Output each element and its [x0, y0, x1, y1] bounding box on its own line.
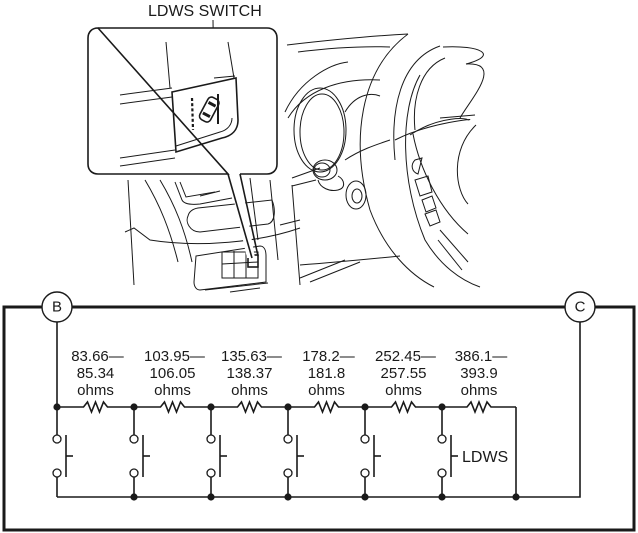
- resistor-1-min: 83.66—: [71, 348, 124, 365]
- resistance-circuit: B C 83.66—85.34ohms103.95—106.05ohms135.…: [2, 291, 636, 532]
- switch-4-upper-contact: [283, 434, 293, 444]
- switch-1-lower-contact: [52, 468, 62, 478]
- resistor-4-max: 181.8: [308, 365, 346, 382]
- ldws-switch-label: LDWS: [462, 449, 508, 466]
- resistor-5-unit: ohms: [385, 382, 422, 399]
- junction-top-2: [130, 403, 138, 411]
- resistor-1-max: 85.34: [77, 365, 115, 382]
- terminal-c-label: C: [575, 299, 586, 316]
- resistor-4-unit: ohms: [308, 382, 345, 399]
- junction-bottom-end: [512, 493, 520, 501]
- switch-1-upper-contact: [52, 434, 62, 444]
- resistor-4: [288, 399, 365, 415]
- switch-5-upper-contact: [360, 434, 370, 444]
- switch-5-lower-contact: [360, 468, 370, 478]
- junction-top-3: [207, 403, 215, 411]
- resistor-2-min: 103.95—: [144, 348, 205, 365]
- resistor-3: [211, 399, 288, 415]
- terminal-b-label: B: [52, 299, 62, 316]
- resistor-4-min: 178.2—: [302, 348, 355, 365]
- switch-3-lower-contact: [206, 468, 216, 478]
- resistor-3-min: 135.63—: [221, 348, 282, 365]
- resistor-6-min: 386.1—: [455, 348, 508, 365]
- resistor-3-unit: ohms: [231, 382, 268, 399]
- resistor-1: [57, 399, 134, 415]
- callout-label: LDWS SWITCH: [148, 3, 262, 20]
- lane-departure-warning-icon: [190, 94, 220, 131]
- junction-bottom-5: [361, 493, 369, 501]
- resistor-6-max: 393.9: [460, 365, 498, 382]
- junction-bottom-2: [130, 493, 138, 501]
- junction-bottom-4: [284, 493, 292, 501]
- resistor-6-unit: ohms: [461, 382, 498, 399]
- dashboard-outline: [124, 177, 301, 293]
- resistor-2-unit: ohms: [154, 382, 191, 399]
- outer-frame: [2, 305, 636, 532]
- resistor-6: [442, 399, 516, 415]
- terminal-c-wire: [516, 322, 581, 498]
- switch-6-lower-contact: [437, 468, 447, 478]
- junction-top-4: [284, 403, 292, 411]
- junction-bottom-6: [438, 493, 446, 501]
- junction-bottom-3: [207, 493, 215, 501]
- resistor-3-max: 138.37: [227, 365, 273, 382]
- steering-wheel-and-cluster: [279, 33, 485, 288]
- ldws-switch-callout: [87, 27, 278, 259]
- switch-3-upper-contact: [206, 434, 216, 444]
- junction-top-1: [53, 403, 61, 411]
- terminal-c: C: [564, 291, 596, 323]
- resistor-1-unit: ohms: [77, 382, 114, 399]
- terminal-b: B: [41, 291, 73, 323]
- resistor-2: [134, 399, 211, 415]
- switch-2-lower-contact: [129, 468, 139, 478]
- resistor-5-max: 257.55: [381, 365, 427, 382]
- resistor-2-max: 106.05: [150, 365, 196, 382]
- switch-4-lower-contact: [283, 468, 293, 478]
- resistor-5: [365, 399, 442, 415]
- resistor-ladder: 83.66—85.34ohms103.95—106.05ohms135.63—1…: [52, 348, 520, 501]
- switch-6-upper-contact: [437, 434, 447, 444]
- resistor-5-min: 252.45—: [375, 348, 436, 365]
- junction-top-5: [361, 403, 369, 411]
- junction-top-6: [438, 403, 446, 411]
- dashboard-illustration: LDWS SWITCH: [87, 3, 485, 293]
- switch-2-upper-contact: [129, 434, 139, 444]
